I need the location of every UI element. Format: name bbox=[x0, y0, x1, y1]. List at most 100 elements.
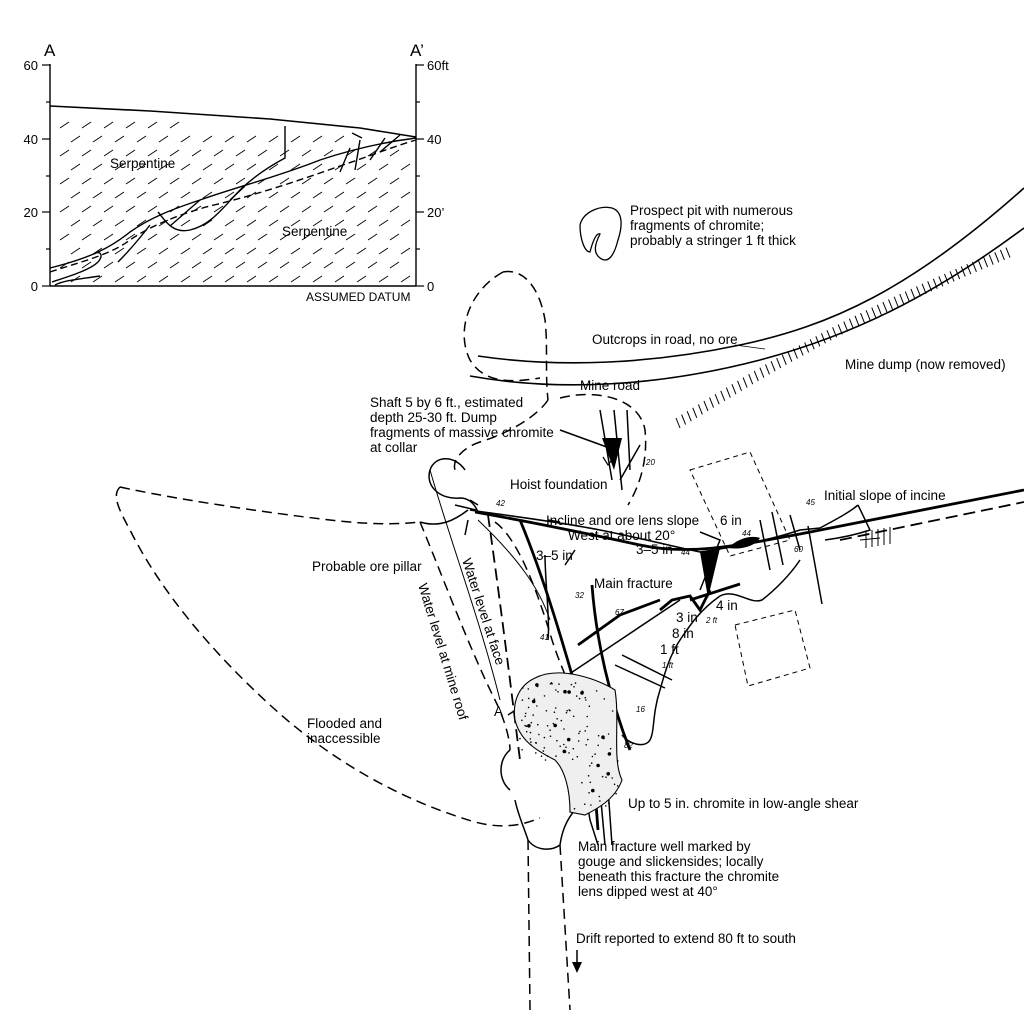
hatch-mark bbox=[257, 233, 268, 241]
hachure-mark bbox=[994, 252, 1000, 263]
hatch-mark bbox=[224, 247, 235, 255]
stipple-dot bbox=[577, 740, 580, 742]
hachure-mark bbox=[871, 307, 877, 318]
stipple-dot bbox=[573, 686, 575, 688]
hatch-mark bbox=[92, 191, 103, 199]
hachure-mark bbox=[837, 324, 843, 335]
stipple-dot bbox=[529, 731, 532, 734]
hatch-mark bbox=[202, 163, 213, 171]
hatch-mark bbox=[147, 149, 158, 157]
hatch-mark bbox=[81, 177, 92, 185]
stipple-dot bbox=[551, 683, 553, 685]
hatch-mark bbox=[389, 261, 400, 269]
stipple-dot bbox=[574, 682, 577, 684]
stipple-dot bbox=[597, 734, 600, 737]
hatch-mark bbox=[147, 177, 158, 185]
hatch-mark bbox=[290, 135, 301, 143]
water-level-roof-line bbox=[429, 469, 501, 701]
shear-label: Up to 5 in. chromite in low-angle shear bbox=[628, 796, 859, 811]
mine-road-label: Mine road bbox=[580, 378, 640, 393]
stipple-dot bbox=[562, 749, 567, 754]
hatch-mark bbox=[246, 163, 257, 171]
stipple-dot bbox=[611, 710, 614, 712]
hatch-mark bbox=[323, 149, 334, 157]
flooded-label: Flooded and bbox=[307, 716, 382, 731]
hatch-mark bbox=[114, 247, 125, 255]
stipple-dot bbox=[527, 706, 530, 709]
hatch-mark bbox=[400, 219, 411, 227]
serpentine-hatching bbox=[59, 121, 411, 283]
hachure-mark bbox=[904, 291, 910, 302]
stipple-dot bbox=[601, 735, 605, 739]
hatch-mark bbox=[103, 121, 114, 129]
hatch-mark bbox=[103, 149, 114, 157]
dip-annotation: 60 bbox=[794, 545, 803, 554]
hatch-mark bbox=[70, 191, 81, 199]
stipple-dot bbox=[535, 752, 537, 754]
stipple-dot bbox=[529, 743, 532, 746]
stipple-dot bbox=[585, 699, 587, 701]
hatch-mark bbox=[279, 205, 290, 213]
hatch-mark bbox=[125, 233, 136, 241]
hatch-mark bbox=[367, 205, 378, 213]
incline-label: West at about 20° bbox=[568, 528, 675, 543]
hatch-mark bbox=[147, 261, 158, 269]
hatch-mark bbox=[191, 233, 202, 241]
hachure-mark bbox=[720, 390, 726, 402]
hatch-mark bbox=[81, 261, 92, 269]
hachure-mark bbox=[737, 380, 742, 392]
stipple-dot bbox=[524, 715, 526, 718]
initial-slope-label: Initial slope of incine bbox=[824, 488, 946, 503]
hatch-mark bbox=[268, 191, 279, 199]
hatch-mark bbox=[147, 205, 158, 213]
hatch-mark bbox=[136, 219, 147, 227]
section-end-label: A bbox=[494, 704, 503, 719]
stipple-dot bbox=[607, 733, 610, 735]
stipple-dot bbox=[609, 747, 612, 750]
dashed-workings bbox=[115, 270, 811, 1011]
hatch-mark bbox=[202, 247, 213, 255]
hatch-mark bbox=[290, 191, 301, 199]
drift-label: Drift reported to extend 80 ft to south bbox=[576, 931, 796, 946]
mine-dump-label: Mine dump (now removed) bbox=[845, 357, 1006, 372]
hatch-mark bbox=[114, 191, 125, 199]
dip-annotation: 44 bbox=[681, 548, 690, 557]
hatch-mark bbox=[114, 275, 125, 283]
stipple-dot bbox=[552, 722, 555, 725]
stipple-dot bbox=[584, 696, 587, 699]
hachure-mark bbox=[882, 301, 888, 313]
thickness-label: 3–5 in bbox=[536, 548, 573, 563]
stipple-dot bbox=[566, 709, 568, 712]
hatch-mark bbox=[70, 219, 81, 227]
hatch-mark bbox=[268, 275, 279, 283]
stipple-dot bbox=[555, 755, 557, 757]
main-fracture-note: gouge and slickensides; locally bbox=[578, 854, 764, 869]
hachure-mark bbox=[759, 367, 765, 378]
hatch-mark bbox=[59, 121, 70, 129]
hatch-mark bbox=[367, 233, 378, 241]
stipple-dot bbox=[521, 719, 523, 722]
hatch-mark bbox=[400, 163, 411, 171]
hatch-mark bbox=[180, 219, 191, 227]
hatch-mark bbox=[235, 177, 246, 185]
stipple-dot bbox=[533, 698, 536, 700]
hatch-mark bbox=[301, 261, 312, 269]
stipple-dot bbox=[588, 705, 591, 707]
stipple-dot bbox=[585, 744, 587, 746]
stipple-dot bbox=[530, 721, 533, 724]
right-tick-label: 60ft bbox=[427, 58, 449, 73]
stipple-dot bbox=[558, 683, 560, 685]
section-label-a: A bbox=[44, 41, 56, 60]
hatch-mark bbox=[323, 233, 334, 241]
hatch-mark bbox=[125, 205, 136, 213]
rock-label-serpentine: Serpentine bbox=[282, 224, 347, 239]
hatch-mark bbox=[312, 247, 323, 255]
hachure-mark bbox=[776, 357, 782, 369]
hachure-mark bbox=[927, 281, 933, 292]
hatch-mark bbox=[323, 205, 334, 213]
leader-line bbox=[734, 344, 766, 350]
dip-annotation: 44 bbox=[742, 529, 751, 538]
left-tick-label: 60 bbox=[24, 58, 38, 73]
hatch-mark bbox=[323, 177, 334, 185]
chromite-lens bbox=[700, 548, 720, 598]
